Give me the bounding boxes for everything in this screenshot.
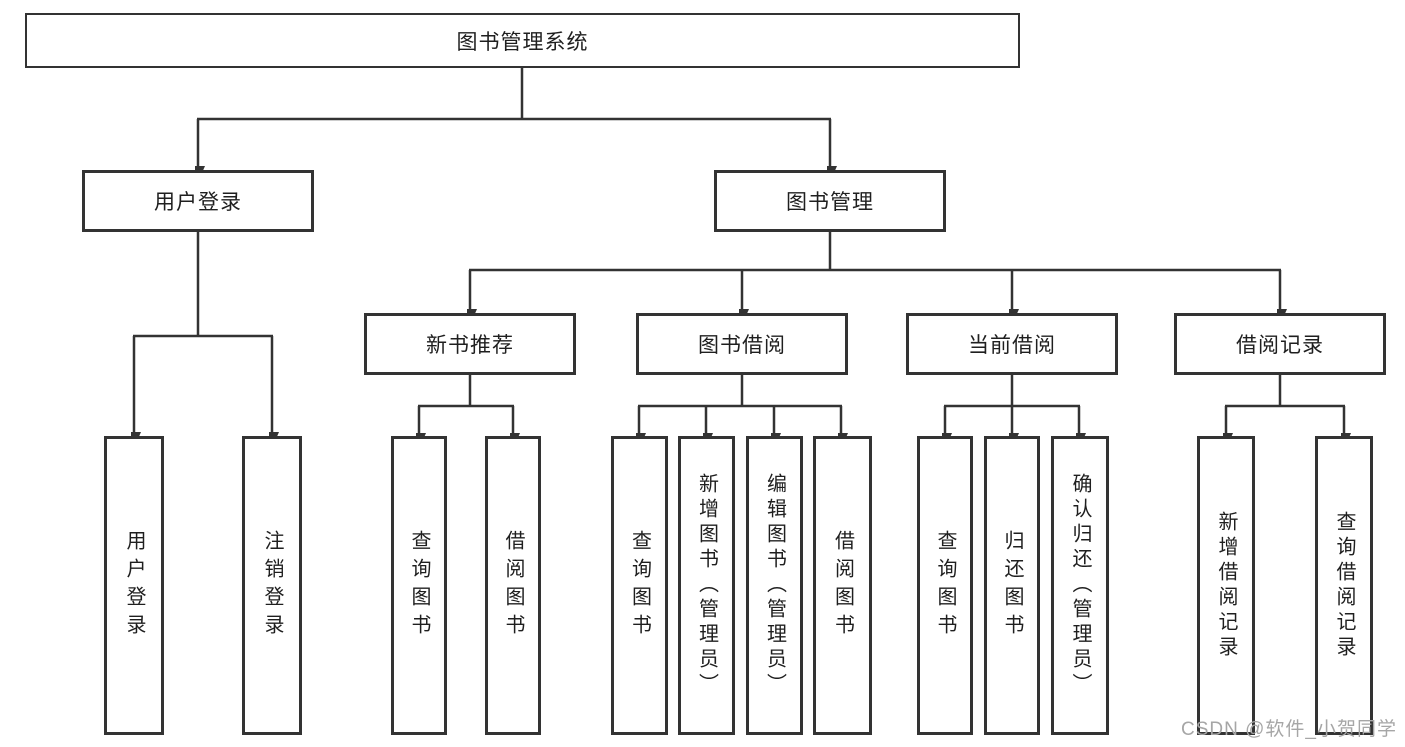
node-user-login: 用户登录 xyxy=(82,170,314,232)
node-borrow-records: 借阅记录 xyxy=(1174,313,1386,375)
node-book-borrow: 图书借阅 xyxy=(636,313,848,375)
leaf-user-login: 用户登录 xyxy=(104,436,164,735)
leaf-add-borrow-record: 新增借阅记录 xyxy=(1197,436,1255,735)
leaf-query-books-borrow: 查询图书 xyxy=(611,436,668,735)
node-new-book-recommend: 新书推荐 xyxy=(364,313,576,375)
leaf-query-books-recommend: 查询图书 xyxy=(391,436,447,735)
leaf-add-book-admin: 新增图书（管理员） xyxy=(678,436,735,735)
leaf-logout: 注销登录 xyxy=(242,436,302,735)
node-library-management-system: 图书管理系统 xyxy=(25,13,1020,68)
leaf-return-book: 归还图书 xyxy=(984,436,1040,735)
node-current-borrow: 当前借阅 xyxy=(906,313,1118,375)
csdn-watermark: CSDN @软件_小贺同学 xyxy=(1181,719,1397,740)
leaf-query-books-current: 查询图书 xyxy=(917,436,973,735)
leaf-edit-book-admin: 编辑图书（管理员） xyxy=(746,436,803,735)
leaf-confirm-return-admin: 确认归还（管理员） xyxy=(1051,436,1109,735)
leaf-query-borrow-record: 查询借阅记录 xyxy=(1315,436,1373,735)
leaf-borrow-books-recommend: 借阅图书 xyxy=(485,436,541,735)
leaf-borrow-books: 借阅图书 xyxy=(813,436,872,735)
node-book-management: 图书管理 xyxy=(714,170,946,232)
